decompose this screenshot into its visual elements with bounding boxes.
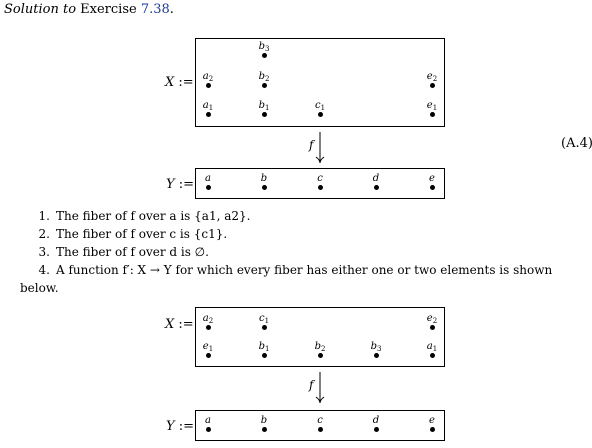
list-item: 1.The fiber of f over a is {a1, a2}. [38,209,251,223]
point-dot [317,427,323,432]
fact-text: The fiber of f over a is {a1, a2}. [56,209,251,223]
point-dot [317,112,323,117]
point-dot [429,427,435,432]
element-b3: b3 [252,41,276,58]
point-dot [205,325,211,330]
element-c: c [308,415,332,432]
arrow-label-f-2: f [309,378,314,392]
element-b3: b3 [364,341,388,358]
set-y-label-2: Y := [166,419,194,434]
list-item: 2.The fiber of f over c is {c1}. [38,227,228,241]
heading-text: Exercise [76,2,141,17]
fact-text: The fiber of f over c is {c1}. [56,227,228,241]
point-dot [205,185,211,190]
element-e: e [420,173,444,190]
element-a1: a1 [420,341,444,358]
element-e1: e1 [196,341,220,358]
definition-symbol: := [174,177,194,192]
point-dot [261,427,267,432]
element-b1: b1 [252,100,276,117]
set-x-box-1: b3 a2 b2 e2 a1 b1 c1 e1 [195,38,445,127]
definition-symbol: := [174,75,194,90]
point-dot [429,185,435,190]
point-dot [429,325,435,330]
point-dot [261,185,267,190]
element-c1: c1 [308,100,332,117]
set-x-label-1: X := [165,75,194,90]
point-dot [317,185,323,190]
element-b: b [252,173,276,190]
set-y-box-1: a b c d e [195,168,445,199]
set-x-name: X [165,317,175,332]
point-dot [373,427,379,432]
point-dot [317,353,323,358]
point-dot [205,112,211,117]
element-a2: a2 [196,71,220,88]
point-dot [429,83,435,88]
point-dot [429,353,435,358]
point-dot [429,112,435,117]
element-a: a [196,173,220,190]
element-b: b [252,415,276,432]
point-dot [205,427,211,432]
element-a2: a2 [196,313,220,330]
element-c: c [308,173,332,190]
down-arrow-1 [315,132,325,164]
list-item: 4.A function f′: X → Y for which every f… [20,263,553,295]
set-y-label-1: Y := [166,177,194,192]
equation-number: (A.4) [561,136,592,151]
element-c1: c1 [252,313,276,330]
fiber-facts-list: 1.The fiber of f over a is {a1, a2}. 2.T… [20,207,590,297]
element-a1: a1 [196,100,220,117]
set-y-name: Y [166,177,175,192]
element-e2: e2 [420,71,444,88]
solution-heading: Solution to Exercise 7.38. [4,2,174,17]
set-x-label-2: X := [165,317,194,332]
point-dot [205,83,211,88]
element-e2: e2 [420,313,444,330]
set-y-box-2: a b c d e [195,410,445,441]
point-dot [261,353,267,358]
heading-period: . [169,2,174,17]
point-dot [261,325,267,330]
down-arrow-2 [315,372,325,404]
point-dot [373,185,379,190]
element-d: d [364,173,388,190]
heading-prefix: Solution to [4,2,77,17]
exercise-reference-link[interactable]: 7.38 [140,2,170,17]
point-dot [261,53,267,58]
element-b2: b2 [308,341,332,358]
point-dot [205,353,211,358]
element-e1: e1 [420,100,444,117]
point-dot [261,83,267,88]
set-x-name: X [165,75,175,90]
arrow-label-f-1: f [309,138,314,152]
point-dot [373,353,379,358]
element-d: d [364,415,388,432]
fact-text: The fiber of f over d is ∅. [56,245,209,259]
element-a: a [196,415,220,432]
fact-text: A function f′: X → Y for which every fib… [20,263,553,295]
set-x-box-2: a2 c1 e2 e1 b1 b2 b3 a1 [195,307,445,367]
element-b1: b1 [252,341,276,358]
definition-symbol: := [174,317,194,332]
element-b2: b2 [252,71,276,88]
definition-symbol: := [174,419,194,434]
set-y-name: Y [166,419,175,434]
list-item: 3.The fiber of f over d is ∅. [38,245,209,259]
element-e: e [420,415,444,432]
point-dot [261,112,267,117]
